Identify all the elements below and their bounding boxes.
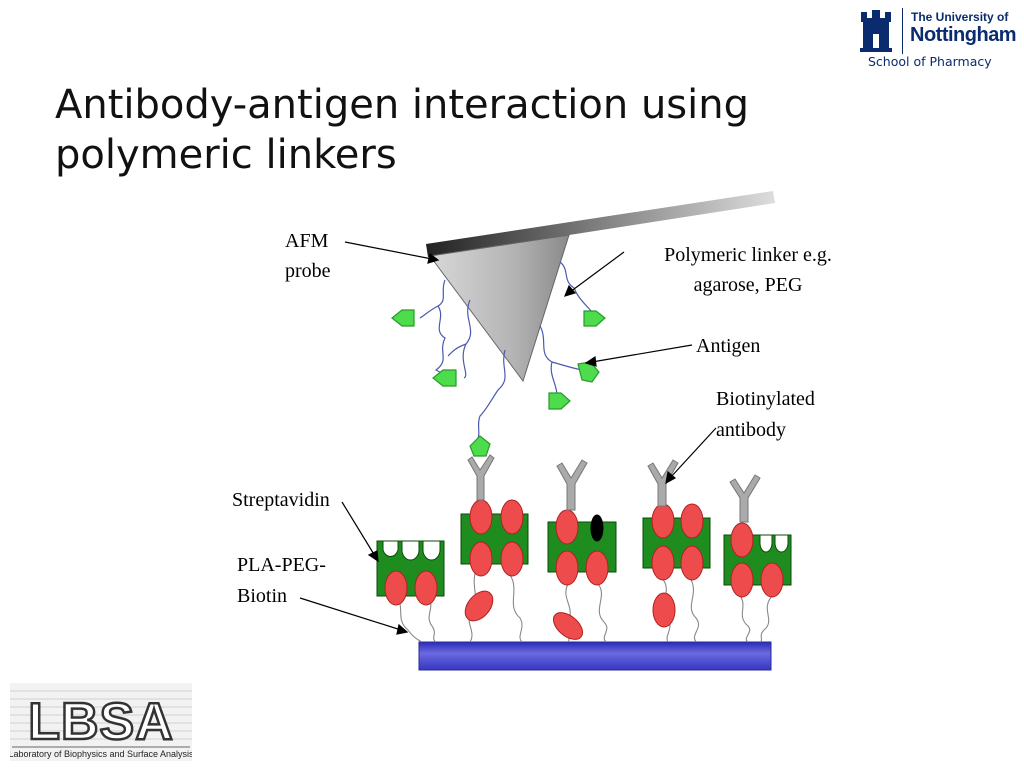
university-name-line1: The University of [911, 10, 1009, 24]
surface-linker [739, 595, 751, 643]
surface-linker [689, 577, 700, 643]
label-linker-line1: Polymeric linker e.g. [664, 244, 832, 266]
free-biotin [652, 592, 676, 628]
biotin [469, 541, 493, 577]
streptavidin-complexes [376, 499, 792, 606]
biotin [414, 570, 438, 606]
antibody-arrowhead [665, 470, 677, 485]
streptavidin-complex [376, 540, 445, 606]
streptavidin-complex [642, 503, 711, 581]
biotin [500, 541, 524, 577]
linker-right-top [559, 261, 593, 313]
free-biotins [464, 590, 676, 640]
slide-title: Antibody-antigen interaction using polym… [55, 80, 749, 180]
afm-arrowhead [427, 252, 440, 264]
label-streptavidin: Streptavidin [232, 489, 330, 511]
pla-arrow [299, 597, 402, 631]
probe-tip [429, 234, 570, 383]
substrate [418, 641, 772, 671]
label-afm-line1: AFM [285, 230, 329, 252]
biotin [585, 550, 609, 586]
antigen [583, 310, 606, 327]
biotin [730, 522, 754, 558]
surface-linker [397, 597, 423, 643]
label-antibody-line1: Biotinylated [716, 388, 815, 410]
lbsa-subtitle: Laboratory of Biophysics and Surface Ana… [10, 749, 192, 759]
streptavidin-arrowhead [367, 550, 379, 563]
linker-arrowhead [563, 284, 577, 297]
antigens [391, 309, 606, 457]
biotin [469, 499, 493, 535]
label-pla-line2: Biotin [237, 585, 287, 607]
title-line2: polymeric linkers [55, 132, 397, 178]
surface-linker [427, 597, 437, 643]
linker-right-mid [539, 325, 583, 401]
antigen-arrowhead [584, 355, 597, 367]
linker-mid-left [447, 299, 472, 379]
free-biotin [552, 612, 584, 640]
biotin [651, 545, 675, 581]
linker-arrow [569, 251, 625, 293]
label-linker-line2: agarose, PEG [694, 274, 803, 296]
label-afm-line2: probe [285, 260, 331, 282]
label-antibody-line2: antibody [716, 419, 786, 441]
antibody-y [467, 454, 495, 501]
antibody-y [556, 459, 588, 511]
binding-pocket [401, 540, 420, 561]
antibody-arrow [669, 427, 717, 479]
streptavidin-complex [723, 522, 792, 598]
linker-center [475, 349, 506, 443]
streptavidin-arrow [341, 501, 376, 557]
binding-pocket [774, 534, 789, 553]
afm-arrow [344, 241, 433, 260]
antigen [432, 369, 457, 387]
castle-crest-icon [860, 10, 892, 52]
biotin [555, 509, 579, 545]
biotin [680, 545, 704, 581]
antigen [469, 435, 491, 457]
binding-pocket [422, 540, 441, 561]
university-logo: The University of Nottingham School of P… [858, 6, 1020, 72]
pla-arrowhead [396, 623, 409, 635]
binding-pocket [759, 534, 773, 553]
antigen [391, 309, 415, 327]
biotin [680, 503, 704, 539]
biotin [651, 503, 675, 539]
surface-linkers [397, 569, 773, 643]
streptavidin-complex [547, 509, 617, 586]
surface-linker [509, 574, 523, 643]
school-name: School of Pharmacy [868, 54, 992, 69]
lbsa-acronym: LBSA [28, 693, 174, 751]
biotin [730, 562, 754, 598]
lbsa-logo: LBSA Laboratory of Biophysics and Surfac… [10, 683, 192, 761]
free-biotin [464, 590, 494, 622]
label-antigen: Antigen [696, 335, 760, 357]
title-line1: Antibody-antigen interaction using [55, 82, 749, 128]
antibody-y [647, 459, 679, 507]
university-name-line2: Nottingham [910, 24, 1017, 46]
surface-linker [597, 583, 608, 643]
surface-linker [759, 595, 773, 643]
biotin-pocket-dark [590, 514, 604, 542]
linker-left [419, 279, 447, 381]
cantilever [426, 191, 775, 257]
biotin [500, 499, 524, 535]
diagram-labels: AFM probe Polymeric linker e.g. agarose,… [232, 230, 832, 607]
biotin [760, 562, 784, 598]
biotin [555, 550, 579, 586]
streptavidin-complex [460, 499, 529, 577]
antibodies [467, 454, 761, 523]
logo-divider [902, 8, 903, 54]
biotin [384, 570, 408, 606]
antigen-arrow [591, 344, 693, 363]
polymer-linkers [419, 261, 593, 443]
annotation-arrows [299, 241, 717, 635]
afm-probe [426, 191, 775, 383]
antigen [548, 392, 571, 410]
antibody-y [729, 474, 761, 523]
binding-pocket [382, 540, 399, 558]
label-pla-line1: PLA-PEG- [237, 554, 326, 576]
